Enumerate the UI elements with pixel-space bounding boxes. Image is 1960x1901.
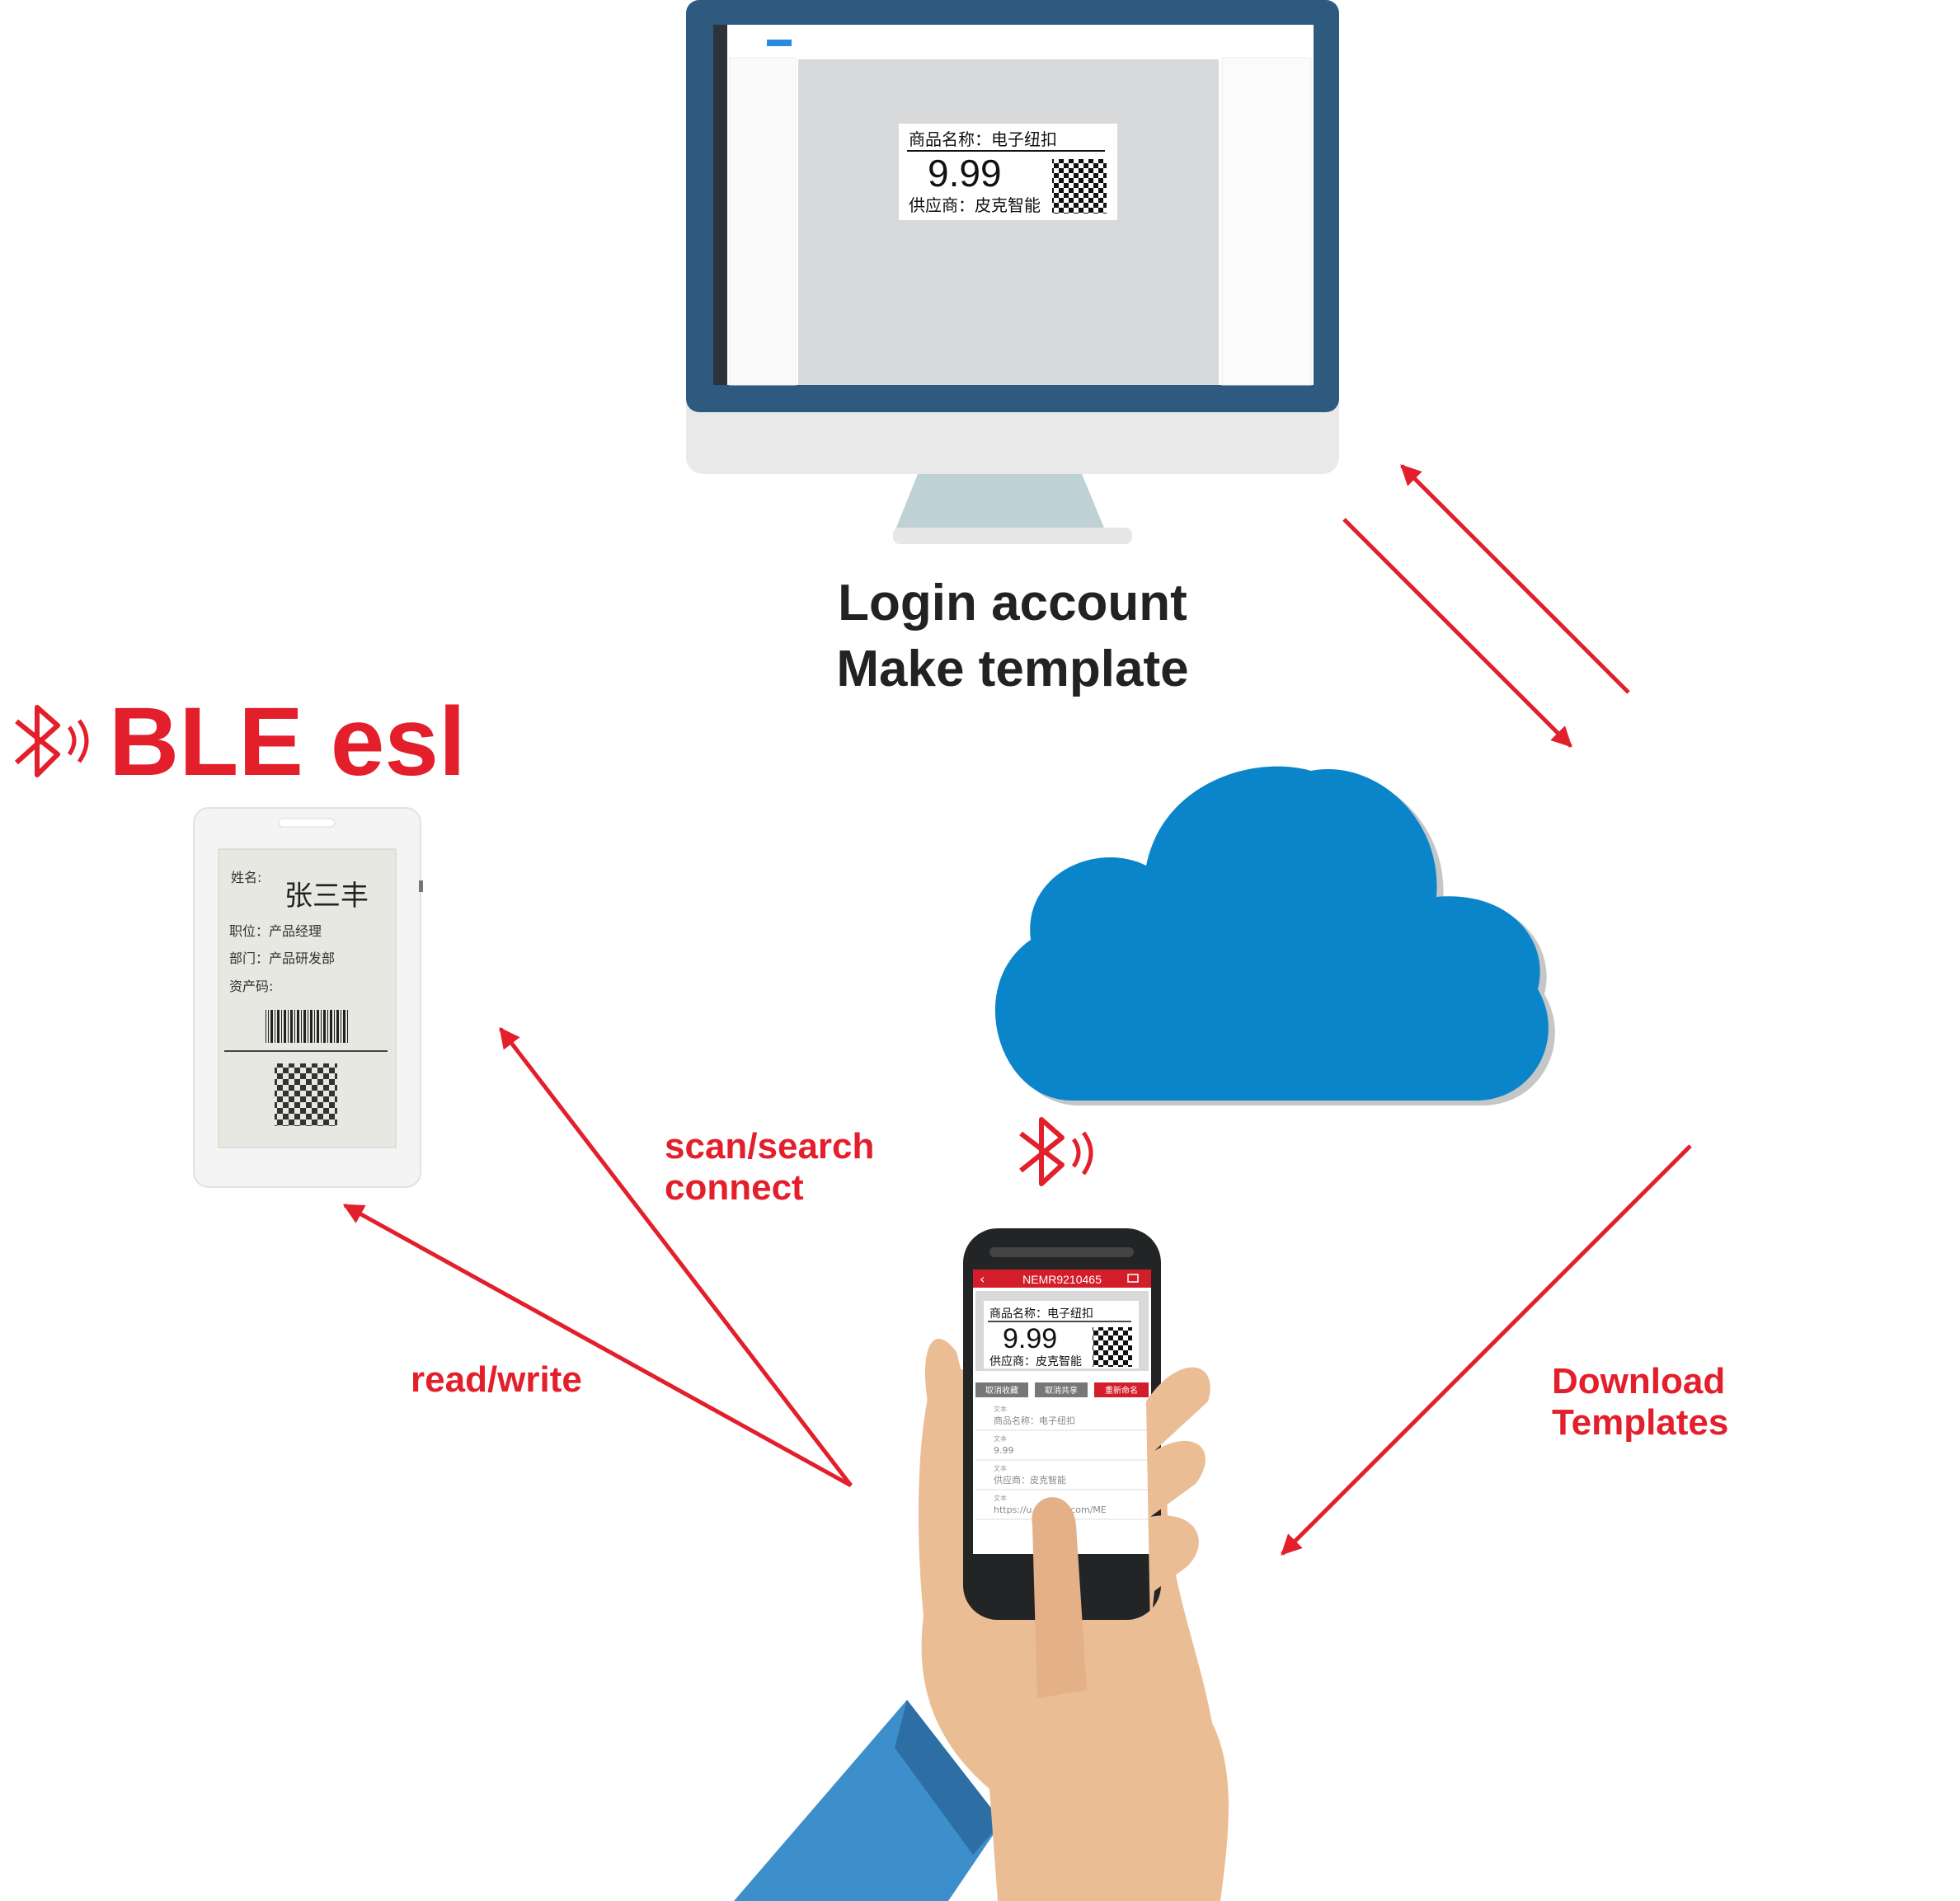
btn-rename[interactable] bbox=[1094, 1382, 1149, 1397]
monitor-label-supplier: 供应商：皮克智能 bbox=[909, 195, 1041, 215]
hand-thumb-left bbox=[924, 1338, 969, 1451]
app-book-icon[interactable] bbox=[1127, 1274, 1139, 1283]
btn-unfavorite[interactable] bbox=[975, 1382, 1028, 1397]
esl-name-label: 姓名: bbox=[231, 870, 261, 885]
field-3-value[interactable]: 供应商：皮克智能 bbox=[994, 1474, 1066, 1486]
phone-label-product-name: 商品名称：电子纽扣 bbox=[989, 1307, 1093, 1321]
app-canvas bbox=[798, 59, 1219, 385]
field-3-caption: 文本 bbox=[994, 1464, 1007, 1472]
arrow-cloud-to-phone bbox=[1281, 1144, 1692, 1556]
app-tab-active bbox=[767, 40, 792, 46]
hand-fingers-right bbox=[1146, 1367, 1210, 1632]
arrow-monitor-to-cloud bbox=[1342, 518, 1572, 748]
arrow-phone-to-esl-readwrite bbox=[342, 1203, 853, 1488]
esl-department: 部门：产品研发部 bbox=[229, 950, 335, 966]
btn-unfavorite-label: 取消收藏 bbox=[985, 1385, 1018, 1396]
monitor-caption-line2: Make template bbox=[836, 641, 1188, 697]
app-left-panel bbox=[729, 57, 797, 386]
esl-barcode bbox=[266, 1010, 350, 1043]
label-download-line1: Download bbox=[1552, 1361, 1725, 1401]
btn-rename-label: 重新命名 bbox=[1105, 1385, 1138, 1396]
esl-position: 职位：产品经理 bbox=[229, 923, 322, 939]
field-2-value[interactable]: 9.99 bbox=[994, 1445, 1014, 1456]
phone-bluetooth-icon bbox=[1019, 1117, 1093, 1186]
esl-asset-code: 资产码: bbox=[229, 979, 273, 994]
field-2-caption: 文本 bbox=[994, 1434, 1007, 1443]
monitor-label-card: 商品名称：电子纽扣 9.99 供应商：皮克智能 bbox=[899, 124, 1117, 220]
phone-speaker bbox=[989, 1247, 1134, 1257]
monitor-label-product-name: 商品名称：电子纽扣 bbox=[909, 129, 1057, 149]
label-scan-line1: scan/search bbox=[665, 1126, 874, 1166]
field-4-caption: 文本 bbox=[994, 1494, 1007, 1502]
monitor-label-price: 9.99 bbox=[928, 152, 1002, 195]
phone-label-card: 商品名称：电子纽扣 9.99 供应商：皮克智能 bbox=[984, 1301, 1139, 1368]
monitor-stand bbox=[893, 470, 1107, 536]
monitor: 商品名称：电子纽扣 9.99 供应商：皮克智能 bbox=[686, 0, 1339, 544]
field-1-caption: 文本 bbox=[994, 1405, 1007, 1413]
label-read-write: read/write bbox=[411, 1359, 582, 1400]
monitor-label-qr bbox=[1052, 159, 1107, 214]
arrow-phone-to-esl-scan bbox=[499, 1027, 853, 1487]
btn-unshare[interactable] bbox=[1035, 1382, 1088, 1397]
esl-badge-device: 姓名: 张三丰 职位：产品经理 部门：产品研发部 资产码: bbox=[193, 807, 423, 1188]
app-back-icon[interactable]: ‹ bbox=[980, 1271, 985, 1287]
esl-qr-code bbox=[275, 1063, 337, 1126]
cloud-shape bbox=[994, 766, 1555, 1105]
field-1-value[interactable]: 商品名称：电子纽扣 bbox=[994, 1415, 1075, 1426]
arrows bbox=[342, 464, 1692, 1556]
esl-name-value: 张三丰 bbox=[284, 880, 369, 913]
phone-label-supplier: 供应商：皮克智能 bbox=[989, 1354, 1082, 1368]
arrow-cloud-to-monitor bbox=[1400, 464, 1630, 694]
monitor-base bbox=[893, 528, 1132, 544]
label-scan-line2: connect bbox=[665, 1167, 804, 1208]
app-header bbox=[973, 1270, 1151, 1288]
app-title: NEMR9210465 bbox=[1022, 1273, 1102, 1286]
monitor-caption-line1: Login account bbox=[838, 575, 1187, 631]
hand-index-finger bbox=[1032, 1497, 1087, 1698]
btn-unshare-label: 取消共享 bbox=[1045, 1385, 1078, 1396]
app-right-panel bbox=[1221, 57, 1312, 386]
app-sidebar bbox=[713, 25, 727, 385]
ble-esl-title: BLE esl bbox=[109, 688, 466, 796]
hand-with-phone: ‹ NEMR9210465 商品名称：电子纽扣 9.99 供应商：皮克智能 取消… bbox=[734, 1228, 1229, 1901]
cloud-label-line1: ESL Server bbox=[1555, 909, 1845, 970]
phone-label-price: 9.99 bbox=[1003, 1323, 1057, 1354]
cloud-label-line2: CLOUD bbox=[1559, 966, 1840, 1054]
phone-label-qr bbox=[1093, 1327, 1132, 1367]
bluetooth-icon bbox=[14, 705, 89, 777]
label-download-line2: Templates bbox=[1552, 1402, 1728, 1443]
